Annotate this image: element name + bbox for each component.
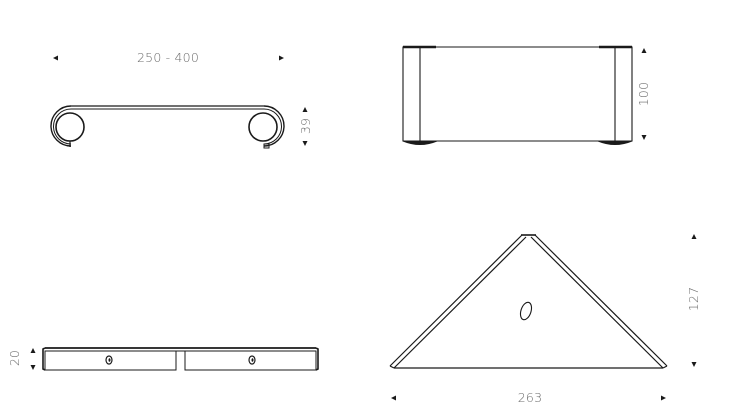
dim-arrow-right-icon: [279, 55, 284, 61]
screw-hole: [106, 356, 112, 364]
front-view-shelf: [403, 47, 647, 145]
front-view-outline: [403, 47, 632, 141]
dim-arrow-left-icon: [391, 395, 396, 401]
screw-hole: [249, 356, 255, 364]
top-view-shelf: [30, 348, 319, 370]
dim-arrow-up-icon: [691, 234, 697, 239]
right-shelf-panel: [185, 351, 316, 370]
dimension-thickness-label: 20: [6, 349, 22, 367]
dimension-depth-label: 127: [685, 286, 701, 312]
mounting-hole: [518, 301, 533, 321]
corner-shelf-view: [390, 234, 697, 401]
left-loop-bracket: [51, 106, 84, 147]
dim-arrow-right-icon: [661, 395, 666, 401]
dim-arrow-down-icon: [302, 141, 308, 146]
dimension-height-label: 100: [635, 81, 651, 107]
dim-arrow-up-icon: [302, 107, 308, 112]
left-foot: [403, 141, 437, 145]
dim-arrow-left-icon: [53, 55, 58, 61]
side-view-telescopic-shelf: [51, 55, 308, 149]
right-loop-bracket: [249, 106, 284, 148]
right-foot: [598, 141, 632, 145]
left-shelf-panel: [45, 351, 176, 370]
dimension-width-label: 250 - 400: [137, 49, 199, 65]
dim-arrow-down-icon: [30, 365, 36, 370]
dim-arrow-down-icon: [641, 135, 647, 140]
dimension-height-label: 39: [297, 117, 313, 135]
dimension-width-label: 263: [517, 389, 543, 405]
dim-arrow-up-icon: [30, 348, 36, 353]
dim-arrow-down-icon: [691, 362, 697, 367]
dim-arrow-up-icon: [641, 48, 647, 53]
